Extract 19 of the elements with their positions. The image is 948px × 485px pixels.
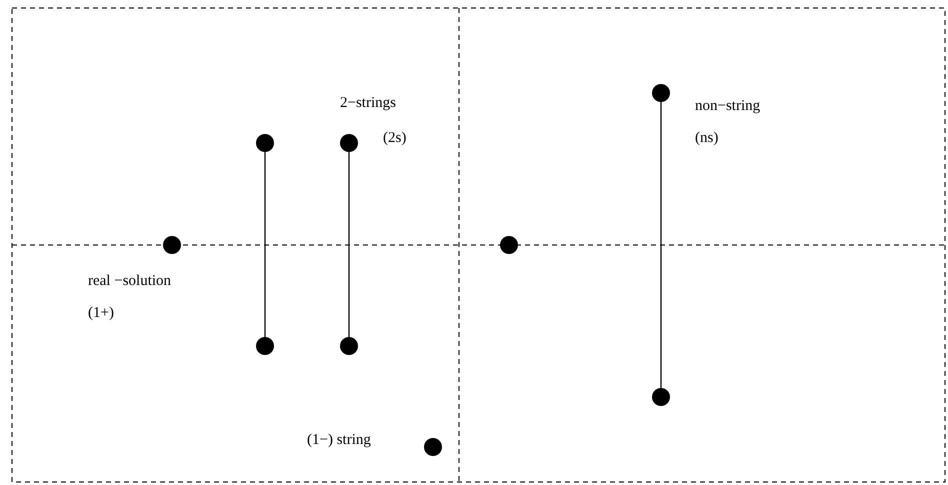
root-dot bbox=[340, 337, 358, 355]
root-dot bbox=[163, 236, 181, 254]
root-dot bbox=[500, 236, 518, 254]
root-type-label: 2−strings bbox=[340, 94, 396, 112]
root-type-label: (1+) bbox=[88, 304, 114, 322]
string-line bbox=[264, 152, 266, 337]
string-line bbox=[660, 102, 662, 388]
root-type-label: (1−) string bbox=[307, 431, 371, 449]
root-dot bbox=[256, 134, 274, 152]
root-dot bbox=[652, 388, 670, 406]
root-type-label: real −solution bbox=[88, 272, 172, 290]
string-line bbox=[348, 152, 350, 337]
root-dot bbox=[652, 84, 670, 102]
root-type-label: (2s) bbox=[383, 129, 406, 147]
root-dot bbox=[340, 134, 358, 152]
root-type-label: non−string bbox=[695, 97, 760, 115]
root-dot bbox=[424, 438, 442, 456]
root-dot bbox=[256, 337, 274, 355]
root-type-label: (ns) bbox=[695, 129, 718, 147]
